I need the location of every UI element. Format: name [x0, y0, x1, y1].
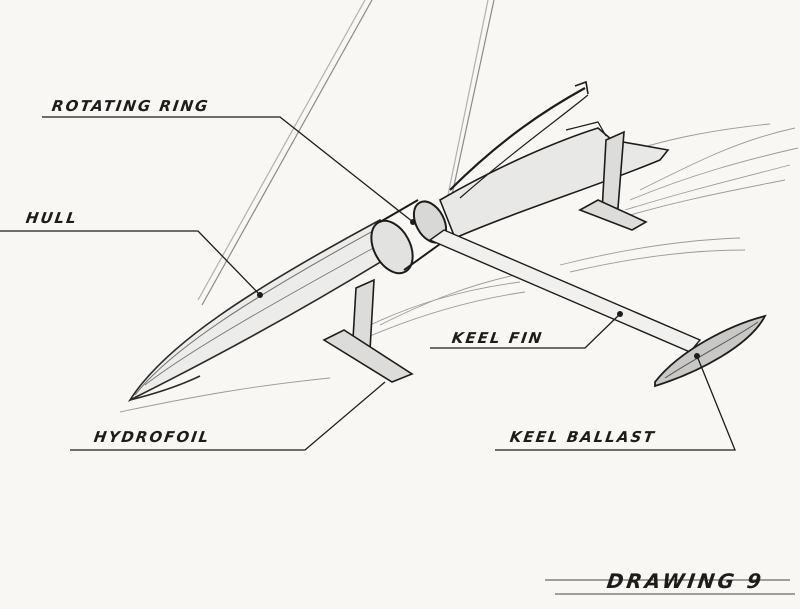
- leader-hull: [0, 231, 260, 295]
- dot-hull: [257, 292, 263, 298]
- drawing-number: DRAWING 9: [605, 569, 765, 593]
- rear-hull-shape: [440, 82, 668, 238]
- dot-rotating-ring: [410, 219, 416, 225]
- label-hull: HULL: [25, 209, 79, 227]
- label-rotating-ring: ROTATING RING: [51, 97, 211, 115]
- label-keel-ballast: KEEL BALLAST: [509, 428, 657, 446]
- label-hydrofoil: HYDROFOIL: [93, 428, 212, 446]
- hydrofoil-shape: [324, 280, 412, 382]
- leader-rotating-ring: [42, 117, 413, 222]
- dot-keel-fin: [617, 311, 623, 317]
- label-keel-fin: KEEL FIN: [451, 329, 545, 347]
- keel-ballast-shape: [655, 316, 765, 386]
- dot-keel-ballast: [694, 353, 700, 359]
